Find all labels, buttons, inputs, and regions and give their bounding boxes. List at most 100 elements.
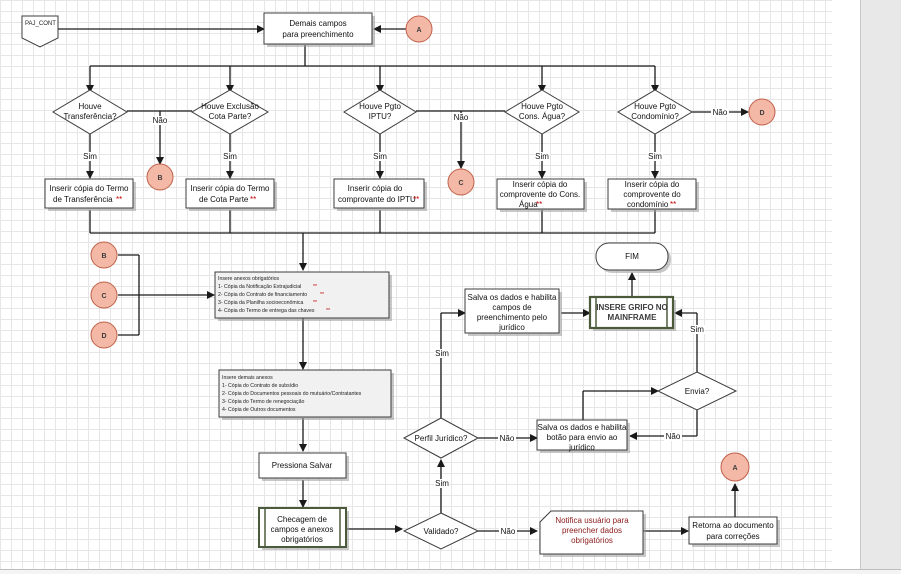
process-notifica: Notifica usuário para preencher dados ob… [539, 510, 646, 557]
branch-labels: Sim Sim Sim Sim Sim Não Não Não Sim Sim … [82, 108, 729, 536]
svg-text:**: ** [250, 195, 256, 204]
svg-text:comprovante do IPTU: comprovante do IPTU [338, 195, 416, 204]
svg-text:para correções: para correções [706, 532, 759, 541]
svg-text:**: ** [670, 200, 676, 209]
svg-text:**: ** [116, 195, 122, 204]
svg-text:Sim: Sim [223, 152, 237, 161]
svg-text:Houve Exclusão: Houve Exclusão [201, 102, 259, 111]
svg-text:Notifica usuário para: Notifica usuário para [555, 516, 629, 525]
off-page-reference: PAJ_CONT [21, 15, 59, 48]
svg-text:Condomínio?: Condomínio? [631, 112, 679, 121]
svg-text:Não: Não [666, 432, 681, 441]
svg-text:Água: Água [519, 200, 538, 209]
svg-text:Inserir cópia do: Inserir cópia do [625, 180, 680, 189]
decision-perfil-juridico: Perfil Jurídico? [402, 417, 480, 459]
svg-text:jurídico: jurídico [568, 443, 595, 452]
svg-text:de Transferência: de Transferência [53, 195, 113, 204]
svg-text:Houve Pgto: Houve Pgto [634, 102, 676, 111]
connector-d-source: D [90, 321, 118, 349]
connector-c-target: C [447, 168, 475, 196]
svg-text:Salva os dados e habilita: Salva os dados e habilita [468, 293, 558, 302]
svg-text:Não: Não [501, 527, 516, 536]
connector-a-bottom: A [720, 452, 750, 482]
svg-text:preenchimento pelo: preenchimento pelo [477, 313, 548, 322]
svg-text:Sim: Sim [435, 479, 449, 488]
process-termo-cota: Inserir cópia do Termo de Cota Parte ** [185, 178, 277, 211]
svg-text:Salva os dados e habilita: Salva os dados e habilita [538, 423, 628, 432]
svg-text:Retorna ao documento: Retorna ao documento [692, 521, 774, 530]
decision-agua: Houve Pgto Cons. Água? [504, 89, 580, 135]
svg-text:Houve Pgto: Houve Pgto [359, 102, 401, 111]
svg-text:Envia?: Envia? [685, 387, 710, 396]
svg-text:Sim: Sim [435, 349, 449, 358]
svg-text:Inserir cópia do: Inserir cópia do [513, 180, 568, 189]
svg-text:Sim: Sim [373, 152, 387, 161]
connector-lines [58, 25, 749, 535]
page-ref-label: PAJ_CONT [25, 21, 56, 27]
decision-condominio: Houve Pgto Condomínio? [617, 89, 693, 135]
diagram-canvas [0, 0, 832, 570]
process-salva-habilita-campos: Salva os dados e habilita campos de pree… [464, 288, 562, 336]
horizontal-ruler [0, 569, 901, 574]
anexos-obrigatorios-box: Insere anexos obrigatórios 1- Cópia da N… [214, 271, 392, 321]
terminator-fim: FIM [595, 242, 671, 273]
process-checagem: Checagem de campos e anexos obrigatórios [258, 507, 349, 550]
start-box: Demais campos para preenchimento [263, 12, 375, 47]
svg-text:1- Cópia da Notificação Extraj: 1- Cópia da Notificação Extrajudicial [218, 284, 301, 290]
start-line-1: Demais campos [289, 19, 346, 28]
flowchart: PAJ_CONT Demais campos para preenchiment… [21, 12, 780, 557]
connector-a-top: A [405, 15, 433, 43]
decision-validado: Validado? [402, 512, 480, 550]
svg-text:obrigatórios: obrigatórios [281, 535, 323, 544]
svg-text:Não: Não [713, 108, 728, 117]
svg-text:INSERE GRIFO NO: INSERE GRIFO NO [596, 303, 668, 312]
svg-text:MAINFRAME: MAINFRAME [608, 313, 658, 322]
svg-text:2- Cópia do Contrato de financ: 2- Cópia do Contrato de financiamento [218, 292, 307, 298]
svg-text:Sim: Sim [648, 152, 662, 161]
svg-text:2- Cópia do Documentos pessoai: 2- Cópia do Documentos pessoais do mutuá… [222, 391, 362, 397]
process-insere-grifo: INSERE GRIFO NO MAINFRAME [588, 295, 676, 331]
process-salva-botao-envio: Salva os dados e habilita botão para env… [536, 419, 630, 453]
svg-text:C: C [101, 293, 106, 300]
svg-text:4- Cópia de Outros documentos: 4- Cópia de Outros documentos [222, 407, 296, 413]
process-comprovante-iptu: Inserir cópia do comprovante do IPTU ** [333, 178, 427, 211]
process-comprovante-agua: Inserir cópia do comprovente do Cons. Ág… [496, 178, 587, 212]
process-retorna: Retorna ao documento para correções [688, 516, 780, 547]
svg-text:Pressiona Salvar: Pressiona Salvar [272, 461, 333, 470]
page-margin [832, 0, 860, 570]
connector-b-target: B [146, 163, 174, 191]
svg-text:3- Cópia do Termo de renegocia: 3- Cópia do Termo de renegociação [222, 399, 304, 405]
process-comprovante-condominio: Inserir cópia do comprovente do condomín… [607, 178, 699, 212]
start-line-2: para preenchimento [282, 30, 354, 39]
connector-b-source: B [90, 241, 118, 269]
svg-text:A: A [732, 465, 737, 472]
decision-iptu: Houve Pgto IPTU? [343, 89, 417, 135]
svg-text:B: B [101, 253, 106, 260]
svg-text:obrigatórios: obrigatórios [571, 536, 613, 545]
svg-text:Cons. Água?: Cons. Água? [519, 112, 566, 121]
svg-text:de Cota Parte: de Cota Parte [199, 195, 249, 204]
svg-text:comprovente do: comprovente do [623, 190, 681, 199]
decision-transferencia: Houve Transferência? [52, 89, 128, 135]
svg-text:Houve: Houve [78, 102, 102, 111]
svg-text:**: ** [536, 200, 542, 209]
process-pressiona-salvar: Pressiona Salvar [258, 452, 349, 481]
svg-text:1- Cópia do Contrato de subsíd: 1- Cópia do Contrato de subsídio [222, 383, 298, 389]
decision-envia: Envia? [656, 371, 738, 411]
svg-text:botão para envio ao: botão para envio ao [547, 433, 618, 442]
svg-text:Insere demais anexos: Insere demais anexos [222, 375, 273, 381]
svg-text:campos de: campos de [492, 303, 532, 312]
vertical-scrollbar[interactable] [860, 0, 901, 573]
svg-text:condomínio: condomínio [627, 200, 669, 209]
svg-text:4- Cópia do Termo de entrega d: 4- Cópia do Termo de entrega das chaves [218, 308, 315, 314]
svg-text:**: ** [326, 308, 330, 314]
process-termo-transferencia: Inserir cópia do Termo de Transferência … [44, 178, 136, 211]
svg-text:**: ** [320, 292, 324, 298]
svg-text:3- Cópia da Planilha socioecon: 3- Cópia da Planilha socioeconômica [218, 300, 303, 306]
decision-exclusao: Houve Exclusão Cota Parte? [191, 89, 269, 135]
svg-text:Inserir cópia do: Inserir cópia do [348, 184, 403, 193]
svg-text:Não: Não [153, 116, 168, 125]
svg-text:Inserir cópia do Termo: Inserir cópia do Termo [191, 184, 271, 193]
svg-text:FIM: FIM [625, 252, 639, 261]
svg-text:B: B [157, 175, 162, 182]
